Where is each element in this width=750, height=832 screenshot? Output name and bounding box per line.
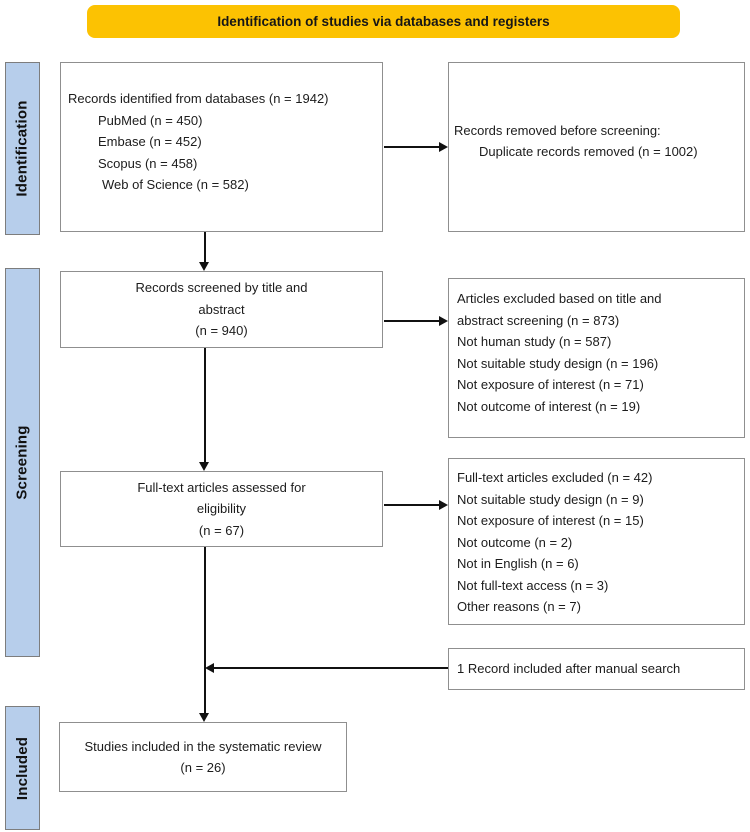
box-line: eligibility: [196, 501, 247, 517]
box-line: Not human study (n = 587): [457, 334, 612, 349]
stage-screening-text: Screening: [14, 425, 32, 500]
box-line: Scopus (n = 458): [98, 155, 198, 171]
box-studies-included: Studies included in the systematic revie…: [59, 722, 347, 792]
box-line: abstract: [198, 301, 245, 317]
box-line: Not exposure of interest (n = 15): [457, 513, 644, 528]
box-line: Not outcome of interest (n = 19): [457, 398, 641, 414]
box-line: Records screened by title and: [135, 280, 308, 296]
box-line: Not in English (n = 6): [457, 556, 579, 571]
arrow-screened-to-excluded: [384, 320, 441, 322]
arrow-screened-to-fulltext: [204, 348, 206, 464]
arrow-fulltext-to-excluded: [384, 504, 441, 506]
arrow-identified-to-removed: [384, 146, 441, 148]
box-line: Embase (n = 452): [98, 134, 202, 149]
box-line: (n = 940): [195, 323, 248, 339]
arrowhead-down-icon: [199, 713, 209, 722]
stage-label-screening: Screening: [5, 268, 40, 657]
box-line: 1 Record included after manual search: [457, 661, 681, 677]
box-title: Records removed before screening:: [454, 122, 661, 138]
box-line: (n = 67): [198, 522, 245, 538]
box-line: Not suitable study design (n = 196): [457, 355, 659, 371]
stage-label-included: Included: [5, 706, 40, 830]
box-title: Records identified from databases (n = 1…: [68, 91, 329, 106]
arrowhead-right-icon: [439, 316, 448, 326]
box-line: Full-text articles excluded (n = 42): [457, 470, 653, 485]
box-line: Duplicate records removed (n = 1002): [479, 144, 698, 159]
box-line: Not exposure of interest (n = 71): [457, 377, 644, 392]
box-line: Other reasons (n = 7): [457, 599, 581, 614]
arrowhead-right-icon: [439, 500, 448, 510]
box-title-abstract-excluded: Articles excluded based on title and abs…: [448, 278, 745, 438]
stage-included-text: Included: [14, 736, 31, 800]
box-line: Not outcome (n = 2): [457, 534, 573, 550]
banner-title: Identification of studies via databases …: [217, 14, 550, 29]
arrowhead-right-icon: [439, 142, 448, 152]
box-line: Full-text articles assessed for: [137, 479, 306, 495]
box-line: Not full-text access (n = 3): [457, 577, 609, 593]
box-records-removed: Records removed before screening: Duplic…: [448, 62, 745, 232]
stage-label-identification: Identification: [5, 62, 40, 235]
arrowhead-left-icon: [205, 663, 214, 673]
arrowhead-down-icon: [199, 262, 209, 271]
box-line: (n = 26): [180, 760, 226, 775]
box-line: Web of Science (n = 582): [102, 177, 249, 192]
arrow-manual-search-to-flow: [213, 667, 448, 669]
box-line: Articles excluded based on title and: [457, 291, 662, 306]
arrowhead-down-icon: [199, 462, 209, 471]
banner: Identification of studies via databases …: [87, 5, 680, 38]
arrow-fulltext-to-included: [204, 547, 206, 716]
box-line: Studies included in the systematic revie…: [84, 738, 322, 754]
stage-identification-text: Identification: [14, 100, 32, 197]
box-line: abstract screening (n = 873): [457, 312, 620, 328]
box-fulltext-assessed: Full-text articles assessed for eligibil…: [60, 471, 383, 547]
box-line: PubMed (n = 450): [98, 112, 203, 128]
box-records-identified: Records identified from databases (n = 1…: [60, 62, 383, 232]
box-records-screened: Records screened by title and abstract (…: [60, 271, 383, 348]
box-fulltext-excluded: Full-text articles excluded (n = 42) Not…: [448, 458, 745, 625]
arrow-identified-to-screened: [204, 232, 206, 264]
box-manual-search: 1 Record included after manual search: [448, 648, 745, 690]
box-line: Not suitable study design (n = 9): [457, 491, 644, 507]
